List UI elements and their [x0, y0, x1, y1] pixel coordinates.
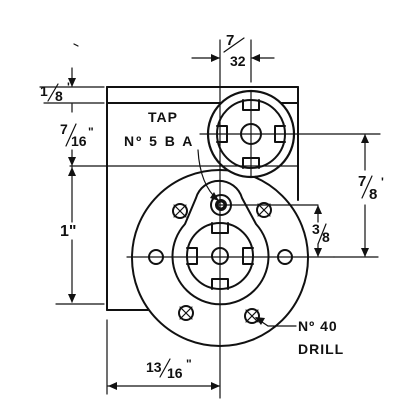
bore-keyways: [186, 222, 254, 290]
dim-mid-height: 3 8: [312, 221, 330, 245]
dim-left-height: 1": [60, 223, 76, 240]
dim-upper-height-den: 16: [71, 133, 87, 149]
stray-mark: [73, 43, 79, 47]
drill-note-line2: DRILL: [298, 341, 344, 357]
dim-top-width-den: 32: [230, 53, 246, 69]
dim-top-width: 7 32: [223, 32, 246, 69]
tap-note-line1: TAP: [148, 109, 178, 125]
dim-top-offset: 1 8 ': [40, 80, 70, 104]
tapered-boss: [171, 179, 270, 306]
dimension-lines: [39, 54, 379, 390]
dim-right-height-den: 8: [369, 186, 377, 203]
dim-top-offset-num: 1: [40, 83, 48, 99]
svg-text:': ': [67, 80, 70, 94]
svg-text:": ": [186, 357, 192, 371]
dim-top-offset-den: 8: [55, 88, 63, 104]
dim-bottom-width: 13 16 ": [146, 357, 192, 381]
dim-mid-height-num: 3: [312, 221, 320, 237]
dim-top-width-num: 7: [226, 32, 234, 49]
dim-upper-height-num: 7: [60, 121, 68, 137]
dim-upper-height: 7 16 ": [60, 121, 94, 149]
drill-note-line1: Nº 40: [298, 318, 338, 334]
dim-right-height: 7 8 ': [358, 173, 384, 203]
dim-right-height-num: 7: [358, 173, 366, 190]
dim-mid-height-den: 8: [322, 229, 330, 245]
leaders: [197, 149, 297, 327]
svg-text:': ': [381, 175, 384, 189]
centre-lines: [69, 39, 381, 399]
dim-bottom-width-num: 13: [146, 359, 162, 375]
tap-note-line2: Nº 5 B A: [124, 133, 194, 149]
dim-bottom-width-den: 16: [167, 365, 183, 381]
svg-text:": ": [88, 125, 94, 139]
